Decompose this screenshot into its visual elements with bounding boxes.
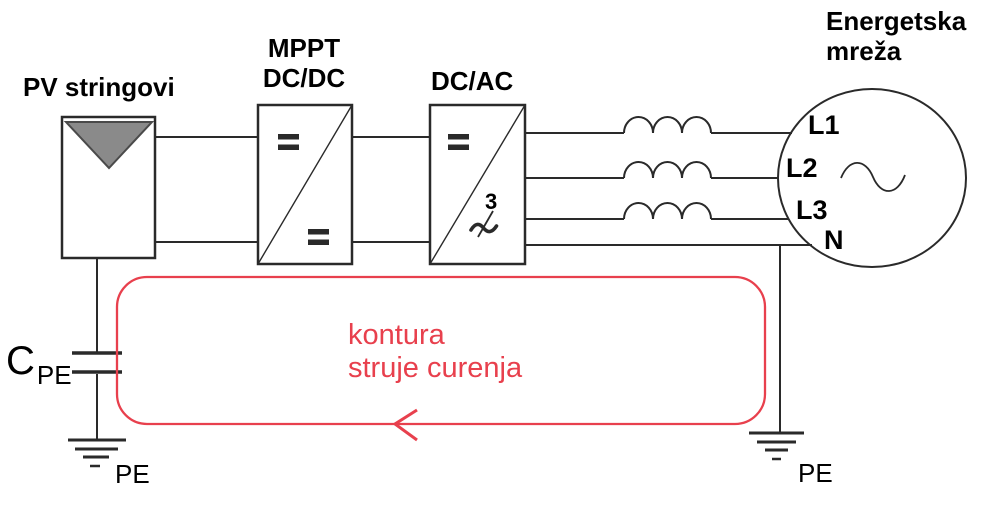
phase-label-l2: L2 bbox=[786, 153, 818, 183]
grid-label-line2: mreža bbox=[826, 36, 902, 66]
leakage-current-loop bbox=[115, 275, 767, 442]
capacitor-subscript: PE bbox=[36, 360, 72, 390]
inverter-label: DC/AC bbox=[431, 66, 514, 96]
pe-label-left: PE bbox=[115, 459, 150, 489]
capacitor-symbol: C bbox=[6, 339, 35, 383]
phase-label-l3: L3 bbox=[796, 195, 828, 225]
mppt-label-line1: MPPT bbox=[267, 33, 341, 63]
pv-triangle bbox=[63, 121, 155, 170]
ground-icon-right bbox=[749, 431, 804, 461]
dc-wires bbox=[155, 136, 430, 243]
loop-arrow-icon bbox=[392, 408, 418, 442]
ac-wires bbox=[525, 116, 812, 246]
dc-dc-converter-icon bbox=[256, 103, 354, 266]
phase-label-l1: L1 bbox=[808, 110, 840, 140]
inductor-icon-l3 bbox=[623, 202, 712, 220]
dc-symbol-icon bbox=[278, 134, 329, 245]
leakage-loop-label: kontura struje curenja bbox=[348, 319, 522, 385]
inductor-icon-l2 bbox=[623, 161, 712, 179]
pe-label-right: PE bbox=[798, 458, 833, 488]
mppt-label: MPPT DC/DC bbox=[252, 33, 356, 93]
inverter-phase-count: 3 bbox=[485, 189, 498, 214]
right-earth-branch bbox=[749, 245, 804, 461]
mppt-label-line2: DC/DC bbox=[262, 63, 346, 93]
pv-panel-icon bbox=[60, 115, 157, 260]
inductor-icon-l1 bbox=[623, 116, 712, 134]
ground-icon-left bbox=[68, 438, 126, 468]
dc-symbol-icon bbox=[448, 134, 469, 150]
leakage-loop-label-line2: struje curenja bbox=[348, 352, 523, 384]
neutral-label: N bbox=[824, 225, 844, 255]
leakage-loop-label-line1: kontura bbox=[348, 319, 445, 351]
pv-label: PV stringovi bbox=[23, 72, 175, 102]
grid-label-line1: Energetska bbox=[826, 6, 967, 36]
sine-wave-icon bbox=[840, 161, 906, 192]
dc-ac-inverter-icon bbox=[428, 103, 527, 266]
capacitor-icon bbox=[72, 351, 122, 374]
capacitor-label: CPE bbox=[6, 339, 72, 388]
three-phase-ac-icon bbox=[469, 210, 499, 238]
grid-label: Energetska mreža bbox=[826, 6, 966, 66]
left-earth-branch bbox=[68, 258, 126, 468]
